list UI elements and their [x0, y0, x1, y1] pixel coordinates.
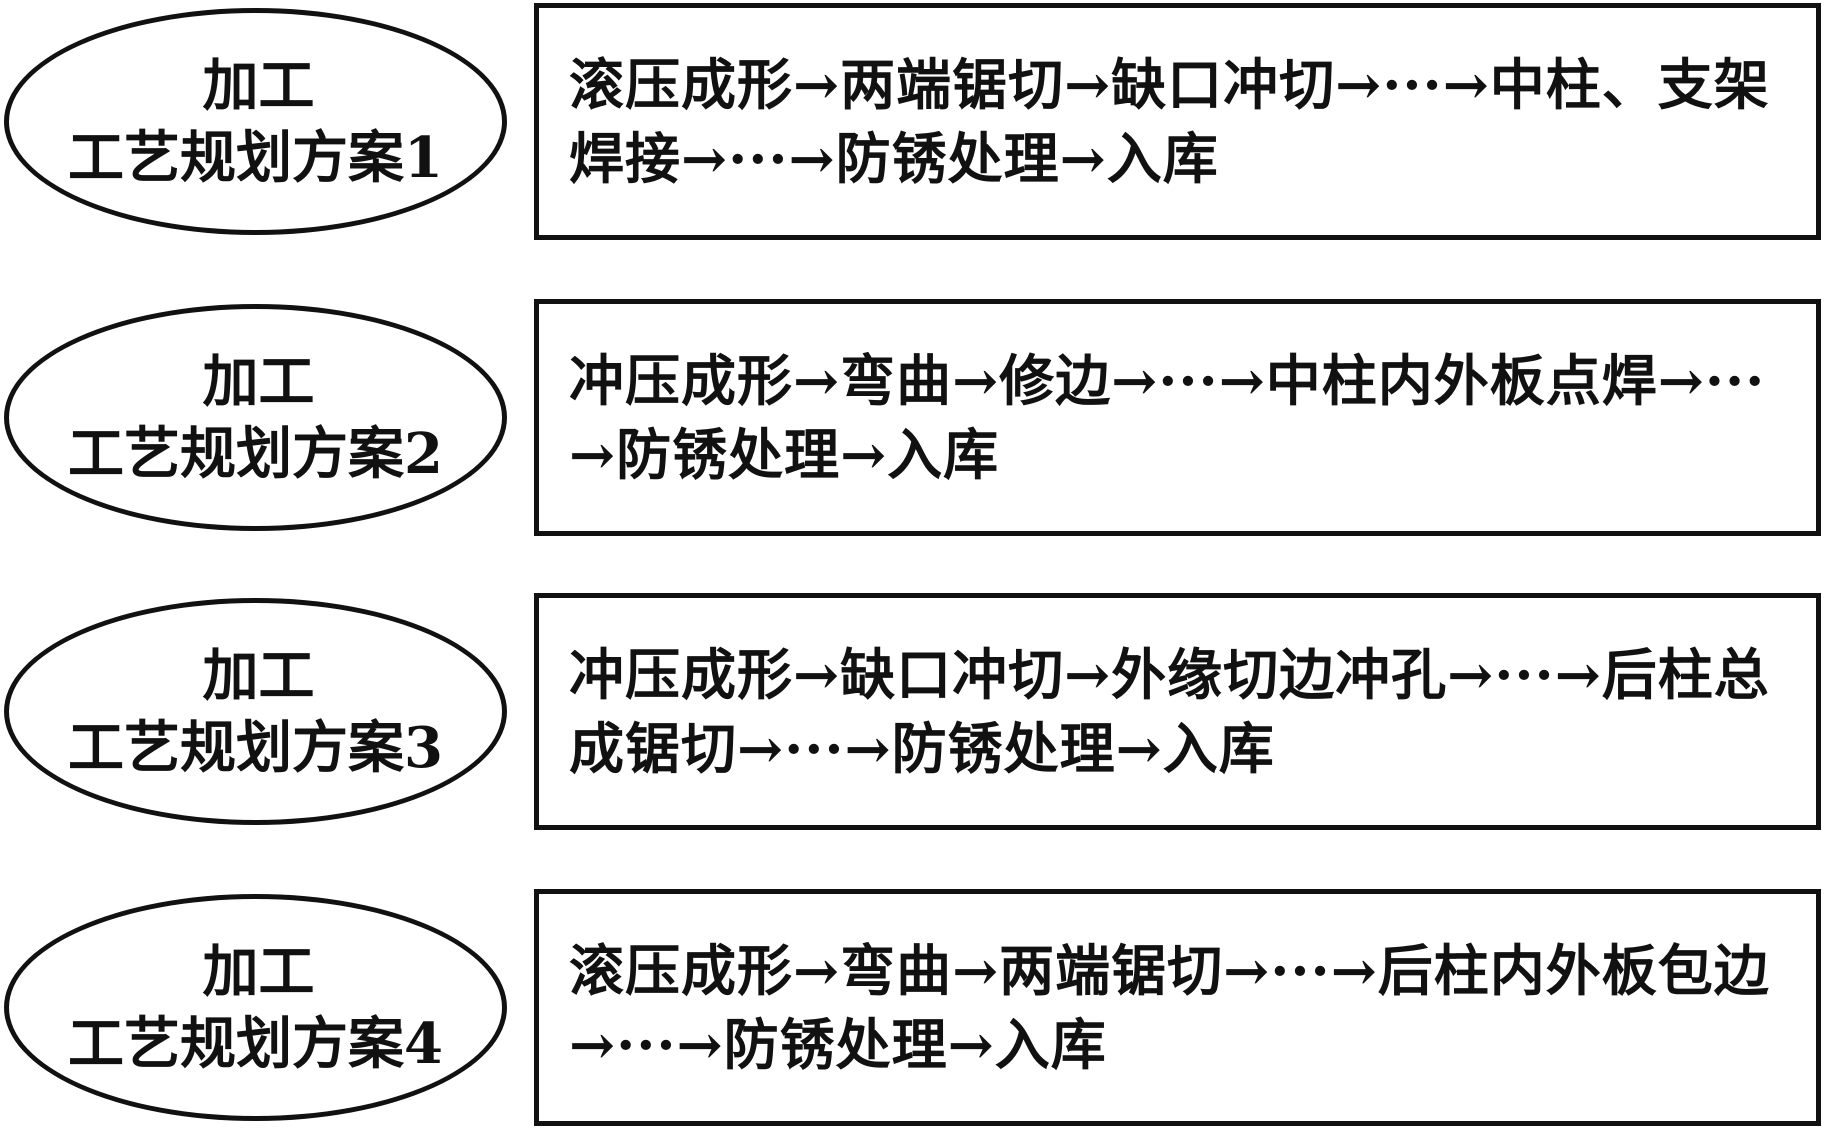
- plan-process-box-1: 滚压成形→两端锯切→缺口冲切→···→中柱、支架焊接→···→防锈处理→入库: [534, 3, 1821, 240]
- plan-row-2: 加工 工艺规划方案2 冲压成形→弯曲→修边→···→中柱内外板点焊→···→防锈…: [0, 299, 1824, 536]
- plan-process-box-4: 滚压成形→弯曲→两端锯切→···→后柱内外板包边→···→防锈处理→入库: [534, 889, 1821, 1126]
- plan-label-line-2: 工艺规划方案2: [68, 420, 443, 487]
- plan-label-line-1: 加工: [202, 938, 315, 1005]
- plan-label-line-2: 工艺规划方案1: [68, 124, 443, 191]
- plan-process-box-2: 冲压成形→弯曲→修边→···→中柱内外板点焊→···→防锈处理→入库: [534, 299, 1821, 536]
- plan-row-1: 加工 工艺规划方案1 滚压成形→两端锯切→缺口冲切→···→中柱、支架焊接→··…: [0, 3, 1824, 240]
- plan-row-4: 加工 工艺规划方案4 滚压成形→弯曲→两端锯切→···→后柱内外板包边→···→…: [0, 889, 1824, 1126]
- plan-process-text-4: 滚压成形→弯曲→两端锯切→···→后柱内外板包边→···→防锈处理→入库: [569, 938, 1770, 1077]
- plan-label-line-2: 工艺规划方案3: [68, 714, 443, 781]
- plan-process-text-2: 冲压成形→弯曲→修边→···→中柱内外板点焊→···→防锈处理→入库: [569, 348, 1766, 487]
- plan-process-text-1: 滚压成形→两端锯切→缺口冲切→···→中柱、支架焊接→···→防锈处理→入库: [569, 52, 1770, 191]
- plan-label-line-1: 加工: [202, 348, 315, 415]
- plan-label-ellipse-2: 加工 工艺规划方案2: [4, 304, 507, 531]
- plan-label-line-2: 工艺规划方案4: [68, 1010, 443, 1077]
- plan-label-line-1: 加工: [202, 642, 315, 709]
- plan-process-text-3: 冲压成形→缺口冲切→外缘切边冲孔→···→后柱总成锯切→···→防锈处理→入库: [569, 642, 1770, 781]
- plan-label-ellipse-1: 加工 工艺规划方案1: [4, 8, 507, 235]
- plan-process-box-3: 冲压成形→缺口冲切→外缘切边冲孔→···→后柱总成锯切→···→防锈处理→入库: [534, 593, 1821, 830]
- plan-label-ellipse-3: 加工 工艺规划方案3: [4, 598, 507, 825]
- plan-row-3: 加工 工艺规划方案3 冲压成形→缺口冲切→外缘切边冲孔→···→后柱总成锯切→·…: [0, 593, 1824, 830]
- plan-label-ellipse-4: 加工 工艺规划方案4: [4, 894, 507, 1121]
- plan-label-line-1: 加工: [202, 52, 315, 119]
